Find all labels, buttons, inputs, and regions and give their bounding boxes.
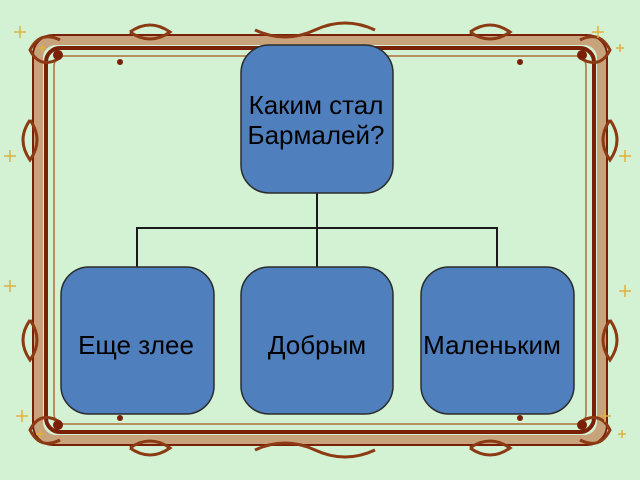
frame-scrolls <box>21 21 619 459</box>
sparkle-icon <box>4 26 631 438</box>
child-node-2 <box>240 266 394 415</box>
child-node-1 <box>60 266 215 415</box>
child-label-1: Еще злее <box>78 330 194 360</box>
root-label-line-2: Бармалей? <box>247 120 385 150</box>
connector-lines <box>136 193 498 270</box>
root-node-label: Каким стал Бармалей? <box>226 90 406 150</box>
root-node <box>240 44 394 194</box>
root-label-line-1: Каким стал <box>248 90 384 120</box>
child-label-3: Маленьким <box>423 330 561 360</box>
child-node-3 <box>420 266 575 415</box>
frame-dots <box>53 50 587 430</box>
child-label-2: Добрым <box>267 330 367 360</box>
